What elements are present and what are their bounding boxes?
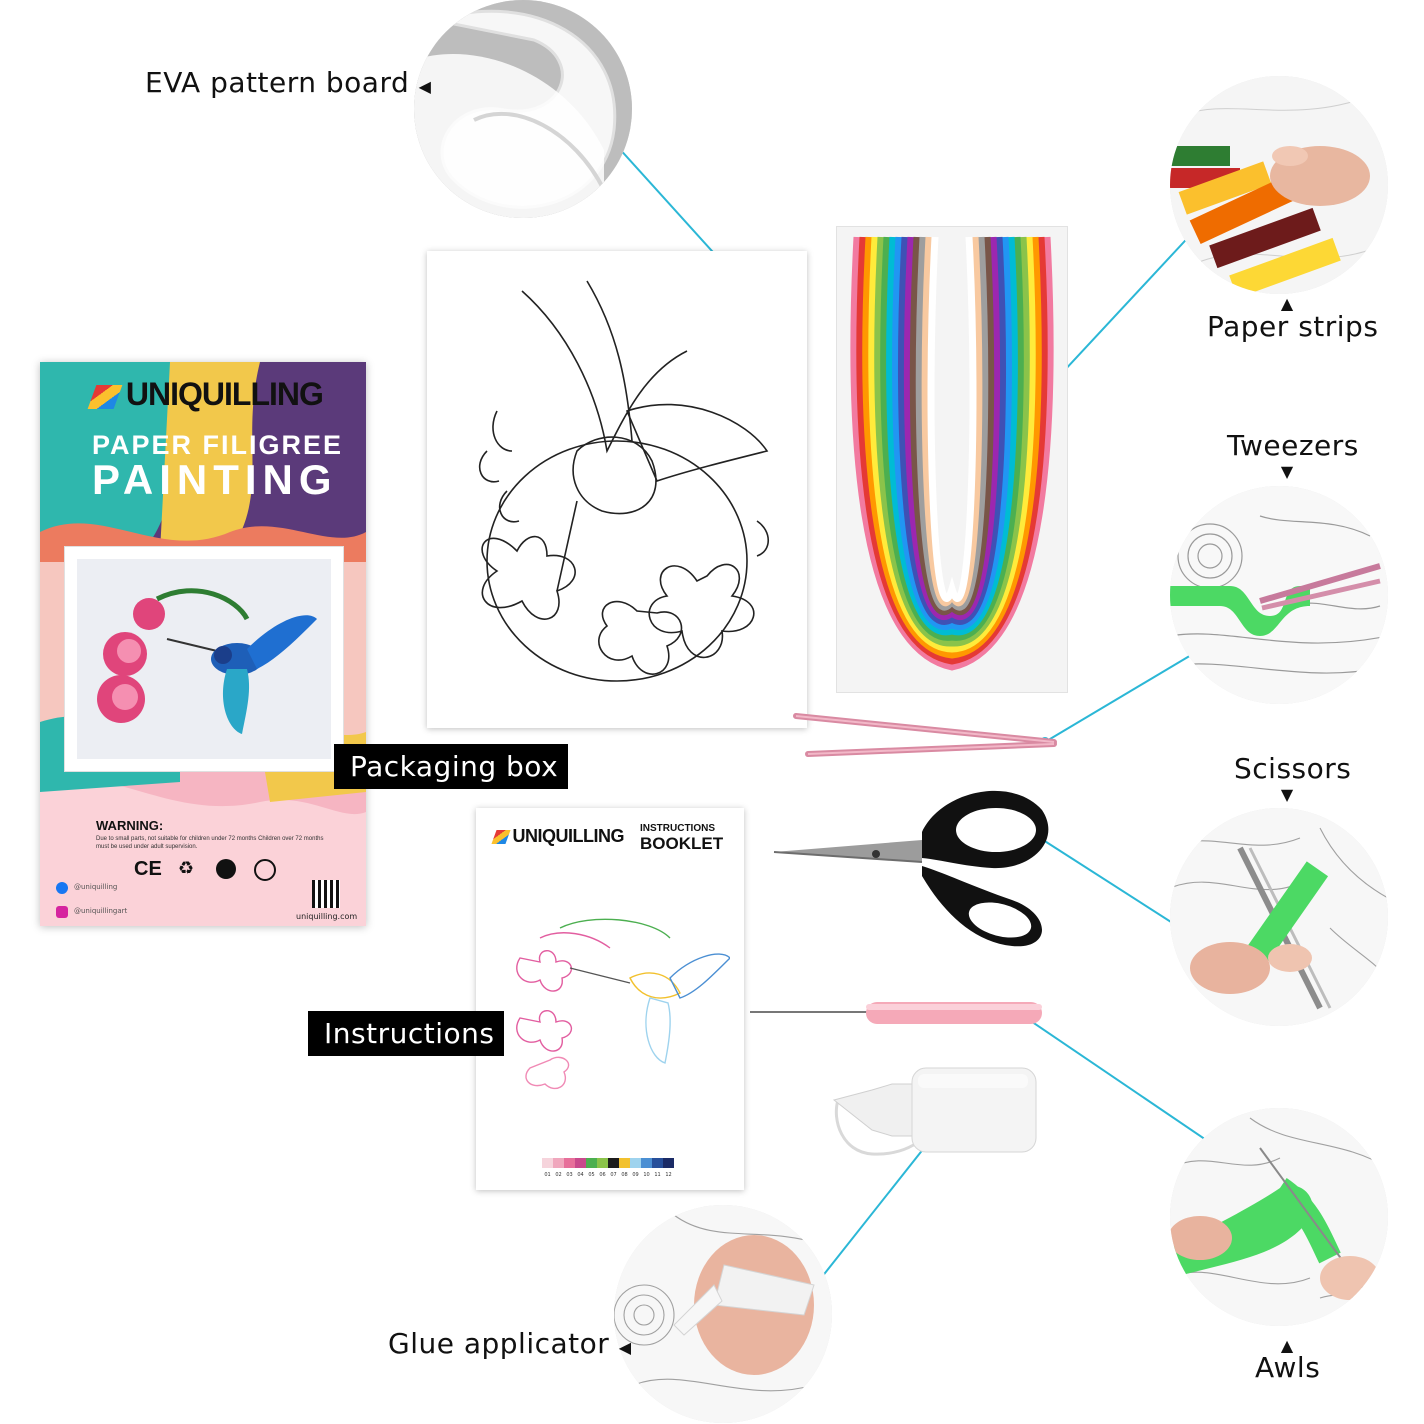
color-swatch [564, 1158, 575, 1168]
paper-strip [850, 236, 1054, 671]
color-swatch-row [542, 1158, 674, 1168]
paper-strip [927, 236, 977, 602]
instagram-icon [56, 906, 68, 918]
label-packaging-box: Packaging box [334, 744, 569, 789]
label-eva-pattern-board: EVA pattern board ◀ [145, 66, 432, 99]
box-title-line2: PAINTING [92, 456, 338, 503]
color-swatch [663, 1158, 674, 1168]
color-code: 07 [610, 1172, 617, 1178]
color-code: 08 [621, 1172, 628, 1178]
box-warning-text: Due to small parts, not suitable for chi… [96, 836, 324, 850]
color-swatch [597, 1158, 608, 1168]
circular-arrow-icon [216, 859, 236, 879]
arrow-left-icon: ◀ [618, 1338, 632, 1357]
color-code: 10 [643, 1172, 650, 1178]
booklet-heading-large: BOOKLET [640, 834, 724, 853]
color-swatch [641, 1158, 652, 1168]
social-handle-2: @uniquillingart [74, 907, 128, 915]
paper-strip [862, 236, 1042, 659]
quilled-hummingbird-art [77, 559, 331, 759]
box-warning-title: WARNING: [96, 818, 164, 833]
color-code: 02 [555, 1172, 562, 1178]
connector-tweezers [1044, 644, 1209, 743]
label-instructions: Instructions [308, 1011, 505, 1056]
color-swatch [553, 1158, 564, 1168]
box-title-line1: PAPER FILIGREE [92, 430, 344, 460]
tweezers-tool [793, 713, 1057, 757]
facebook-icon [56, 882, 68, 894]
awls-photo [1170, 1108, 1388, 1326]
label-paper-strips: Paper strips [1207, 310, 1379, 343]
arrow-down-icon: ▼ [1280, 462, 1294, 481]
paper-strips-pack [836, 226, 1068, 693]
paper-strip [880, 236, 1024, 641]
label-awls: Awls [1255, 1351, 1321, 1384]
paper-strip [886, 236, 1018, 636]
paper-strip [909, 236, 995, 616]
color-swatch [575, 1158, 586, 1168]
color-code-row: 01 02 03 04 05 06 07 08 09 10 11 12 [542, 1172, 674, 1178]
booklet-brand: UNIQUILLING [491, 826, 625, 847]
arrow-down-icon: ▼ [1280, 785, 1294, 804]
hummingbird-outline-drawing [478, 280, 770, 682]
paper-strips-bundle [850, 236, 1054, 671]
color-swatch [586, 1158, 597, 1168]
arrow-left-icon: ◀ [418, 77, 432, 96]
color-code: 06 [599, 1172, 606, 1178]
color-code: 09 [632, 1172, 639, 1178]
pattern-sheet [427, 251, 807, 728]
color-code: 11 [654, 1172, 661, 1178]
color-code: 05 [588, 1172, 595, 1178]
color-code: 12 [665, 1172, 672, 1178]
awl-tool [750, 1002, 1042, 1024]
packaging-box: UNIQUILLING PAPER FILIGREE PAINTING WARN… [40, 362, 366, 926]
paper-strip [892, 236, 1012, 630]
paper-strip [897, 236, 1007, 625]
color-swatch [542, 1158, 553, 1168]
color-swatch [608, 1158, 619, 1168]
qr-code-icon [312, 880, 340, 908]
color-swatch [652, 1158, 663, 1168]
no-symbol-icon [254, 859, 276, 881]
paper-strip [903, 236, 1001, 620]
color-code: 03 [566, 1172, 573, 1178]
brand-logo-icon [87, 384, 123, 409]
tweezers-photo [1170, 486, 1388, 704]
ce-mark: CE [134, 858, 162, 880]
arrow-up-icon: ▲ [1280, 294, 1294, 313]
brand-logo-icon [491, 830, 511, 845]
box-frame-window [65, 547, 343, 771]
eva-board-photo [414, 0, 632, 218]
recycle-icon: ♻ [178, 858, 195, 879]
social-handle-1: @uniquilling [74, 883, 118, 891]
glue-bottle-tool [832, 1067, 1037, 1156]
arrow-up-icon: ▲ [1280, 1336, 1294, 1355]
booklet-heading-small: INSTRUCTIONS [640, 823, 715, 834]
box-brand: UNIQUILLING [87, 376, 324, 413]
paper-strips-photo [1170, 76, 1388, 294]
paper-strip [856, 236, 1048, 665]
color-code: 01 [544, 1172, 551, 1178]
scissors-photo [1170, 808, 1388, 1026]
box-website: uniquilling.com [296, 912, 358, 921]
booklet-colored-pattern [516, 918, 730, 1090]
label-scissors: Scissors [1234, 752, 1352, 785]
color-swatch [619, 1158, 630, 1168]
paper-strip [868, 236, 1036, 653]
label-tweezers: Tweezers [1227, 429, 1359, 462]
paper-strip [874, 236, 1030, 647]
color-swatch [630, 1158, 641, 1168]
glue-applicator-photo [614, 1205, 832, 1423]
scissors-tool [773, 790, 1049, 947]
color-code: 04 [577, 1172, 584, 1178]
label-glue-applicator: Glue applicator ◀ [388, 1327, 632, 1360]
